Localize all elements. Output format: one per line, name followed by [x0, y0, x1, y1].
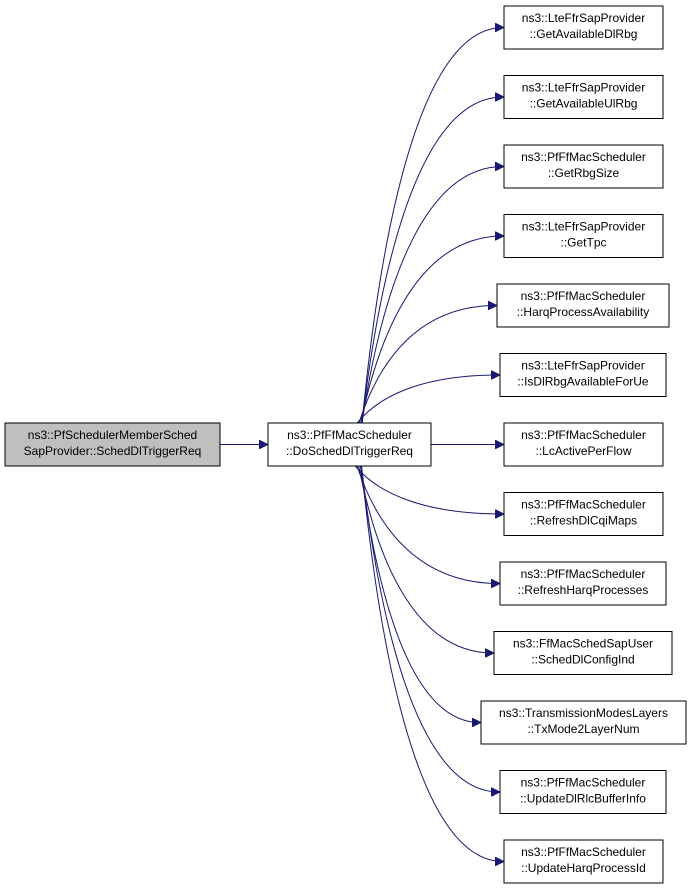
- callee-node[interactable]: ns3::LteFfrSapProvider::IsDlRbgAvailable…: [499, 353, 667, 397]
- callee-node-line1: ns3::LteFfrSapProvider: [521, 359, 644, 373]
- edges: [220, 28, 503, 862]
- root-node-line1: ns3::PfSchedulerMemberSched: [28, 428, 197, 442]
- callee-node-line1: ns3::PfFfMacScheduler: [521, 776, 646, 790]
- callee-node-line1: ns3::PfFfMacScheduler: [521, 428, 646, 442]
- caller-node-line1: ns3::PfFfMacScheduler: [287, 428, 412, 442]
- callee-node-line2: ::GetAvailableDlRbg: [530, 27, 638, 41]
- callee-node-line2: ::GetAvailableUlRbg: [530, 97, 638, 111]
- root-node-line2: SapProvider::SchedDlTriggerReq: [24, 444, 202, 458]
- callee-node-line2: ::RefreshDlCqiMaps: [530, 514, 637, 528]
- callee-node[interactable]: ns3::PfFfMacScheduler::UpdateHarqProcess…: [503, 839, 664, 884]
- callee-node-line1: ns3::TransmissionModesLayers: [499, 706, 668, 720]
- callee-node-line2: ::GetTpc: [560, 236, 606, 250]
- callee-node-line1: ns3::PfFfMacScheduler: [521, 845, 646, 859]
- call-edge: [361, 97, 503, 424]
- call-edge: [361, 28, 503, 424]
- callee-node-line1: ns3::LteFfrSapProvider: [522, 220, 645, 234]
- callee-node[interactable]: ns3::PfFfMacScheduler::UpdateDlRlcBuffer…: [499, 770, 667, 814]
- callee-node-line2: ::RefreshHarqProcesses: [518, 583, 649, 597]
- callee-node[interactable]: ns3::PfFfMacScheduler::GetRbgSize: [503, 144, 664, 189]
- root-node[interactable]: ns3::PfSchedulerMemberSched SapProvider:…: [4, 422, 221, 467]
- callee-node[interactable]: ns3::FfMacSchedSapUser::SchedDlConfigInd: [493, 631, 673, 675]
- callee-node[interactable]: ns3::PfFfMacScheduler::RefreshDlCqiMaps: [503, 492, 664, 536]
- nodes: ns3::PfSchedulerMemberSched SapProvider:…: [4, 5, 687, 884]
- caller-node-line2: ::DoSchedDlTriggerReq: [286, 444, 413, 458]
- call-edge: [358, 465, 493, 653]
- callee-node-line2: ::UpdateHarqProcessId: [521, 861, 646, 875]
- callee-node-line2: ::HarqProcessAvailability: [517, 305, 650, 319]
- callee-node-line2: ::IsDlRbgAvailableForUe: [517, 375, 648, 389]
- callee-node-line1: ns3::LteFfrSapProvider: [522, 11, 645, 25]
- callee-node-line1: ns3::FfMacSchedSapUser: [513, 637, 653, 651]
- callee-node-line2: ::SchedDlConfigInd: [531, 653, 634, 667]
- call-edge: [354, 465, 503, 514]
- call-edge: [360, 236, 503, 424]
- callee-node-line2: ::LcActivePerFlow: [535, 444, 631, 458]
- callee-node[interactable]: ns3::TransmissionModesLayers::TxMode2Lay…: [480, 700, 687, 745]
- callee-node[interactable]: ns3::LteFfrSapProvider::GetAvailableUlRb…: [503, 75, 664, 119]
- callee-node-line2: ::UpdateDlRlcBufferInfo: [520, 792, 646, 806]
- callee-node-line1: ns3::PfFfMacScheduler: [521, 150, 646, 164]
- call-edge: [356, 375, 499, 424]
- callee-node-line1: ns3::PfFfMacScheduler: [521, 567, 646, 581]
- call-edge: [361, 465, 500, 792]
- callee-node[interactable]: ns3::PfFfMacScheduler::RefreshHarqProces…: [499, 561, 667, 606]
- callee-node[interactable]: ns3::PfFfMacScheduler::HarqProcessAvaila…: [496, 283, 670, 328]
- callee-node-line1: ns3::LteFfrSapProvider: [522, 81, 645, 95]
- callee-node-line2: ::GetRbgSize: [548, 166, 620, 180]
- callee-node[interactable]: ns3::PfFfMacScheduler::LcActivePerFlow: [503, 422, 664, 467]
- callee-node-line2: ::TxMode2LayerNum: [527, 722, 639, 736]
- call-edge: [361, 167, 503, 424]
- callee-node-line1: ns3::PfFfMacScheduler: [521, 289, 646, 303]
- call-edge: [356, 465, 499, 584]
- caller-node[interactable]: ns3::PfFfMacScheduler ::DoSchedDlTrigger…: [267, 422, 432, 467]
- callee-node[interactable]: ns3::LteFfrSapProvider::GetAvailableDlRb…: [503, 5, 664, 50]
- callee-node[interactable]: ns3::LteFfrSapProvider::GetTpc: [503, 214, 664, 258]
- callee-node-line1: ns3::PfFfMacScheduler: [521, 498, 646, 512]
- call-edge: [358, 306, 496, 424]
- call-edge: [361, 465, 504, 862]
